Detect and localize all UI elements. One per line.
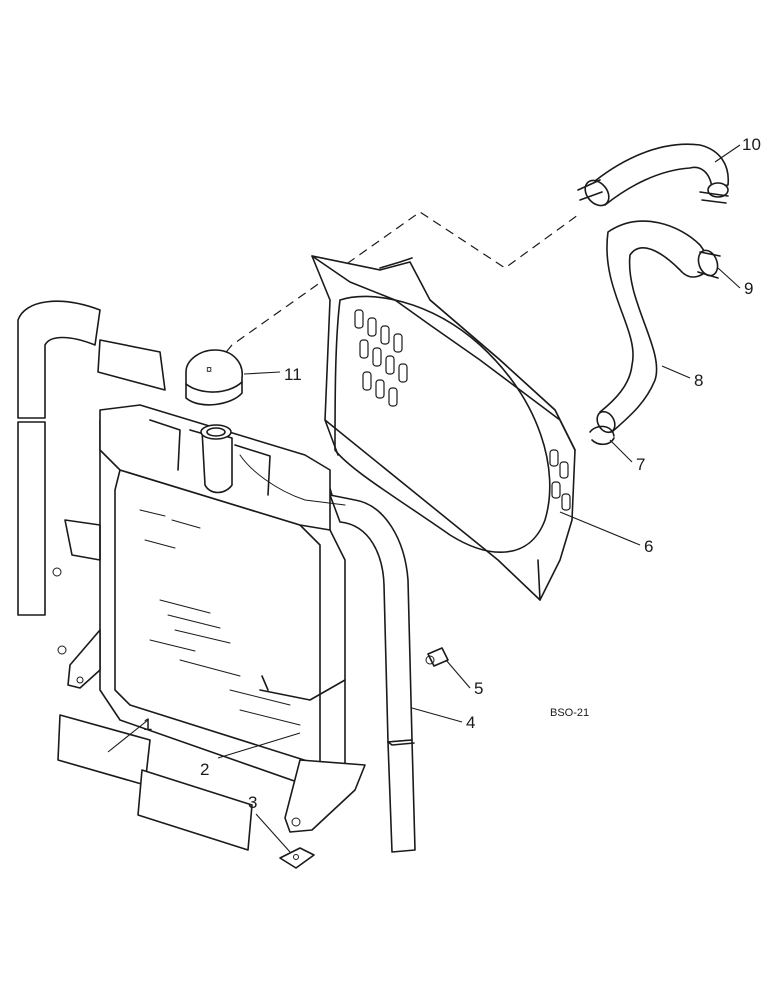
- callout-2: 2: [200, 760, 209, 779]
- lower-hose: [596, 220, 721, 434]
- reference-code: BSO-21: [550, 707, 589, 719]
- callout-11: 11: [284, 365, 302, 384]
- callout-5: 5: [474, 679, 483, 698]
- cap-marking: ¤: [206, 364, 212, 376]
- callout-10: 10: [742, 135, 761, 154]
- callout-9: 9: [744, 279, 753, 298]
- fan-shroud: [311, 255, 576, 601]
- radiator: [52, 404, 366, 833]
- callout-7: 7: [636, 455, 645, 474]
- hose-clamp: [589, 425, 615, 446]
- mounting-pad: [279, 847, 315, 869]
- callout-6: 6: [644, 537, 653, 556]
- upper-hose: [577, 143, 729, 207]
- leader-lines: [107, 144, 741, 853]
- callout-1: 1: [143, 715, 152, 734]
- radiator-cap: ¤: [185, 349, 243, 406]
- callout-3: 3: [248, 793, 257, 812]
- callout-4: 4: [466, 713, 475, 732]
- shroud-slots: [354, 309, 571, 511]
- left-seal: [17, 300, 253, 851]
- callout-8: 8: [694, 371, 703, 390]
- drain-cock: [425, 647, 449, 667]
